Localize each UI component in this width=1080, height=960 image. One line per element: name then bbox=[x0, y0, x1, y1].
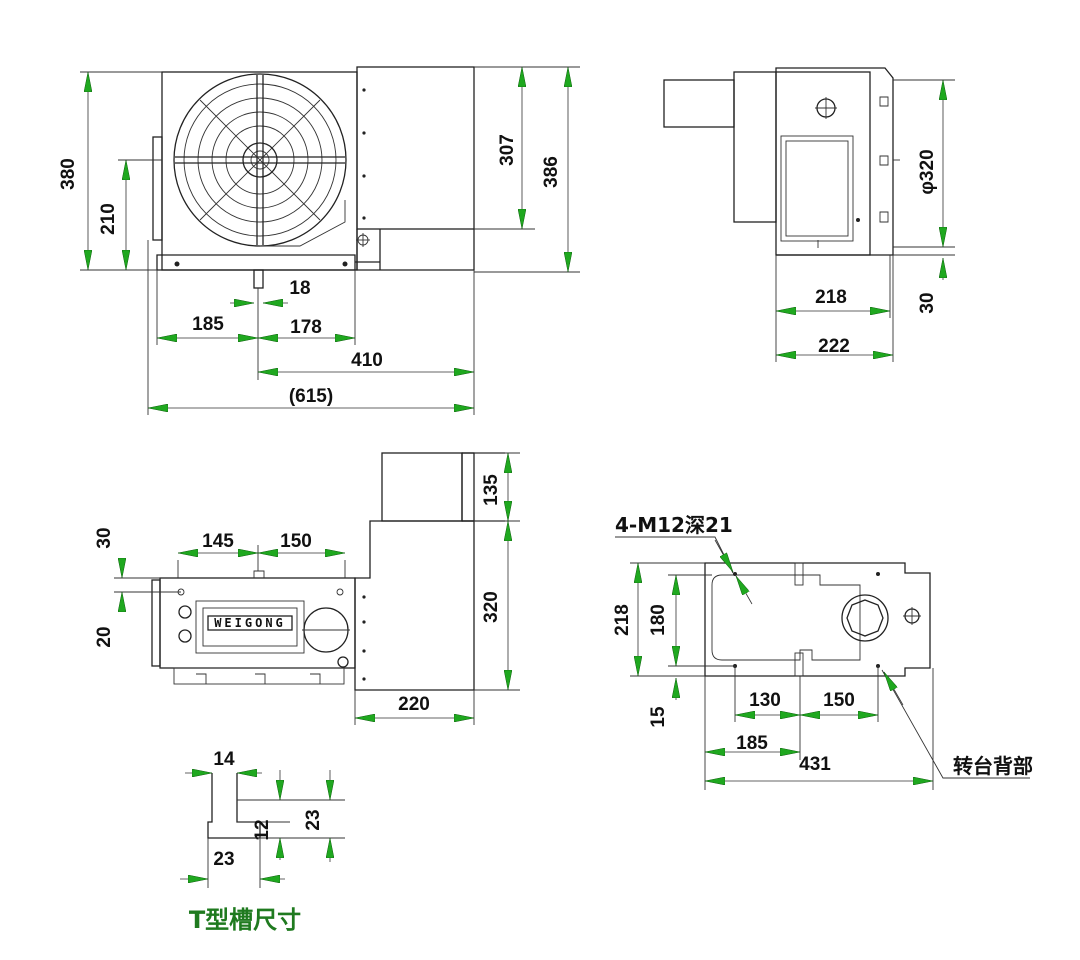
back-boss bbox=[846, 599, 884, 637]
dim-23-width: 23 bbox=[213, 849, 234, 870]
dim-320-top: 320 bbox=[481, 591, 502, 623]
dim-307: 307 bbox=[497, 134, 518, 166]
dim-615: (615) bbox=[289, 386, 333, 407]
hole-note: 4-M12深21 bbox=[615, 513, 733, 537]
dim-150-back: 150 bbox=[823, 690, 855, 711]
front-housing bbox=[161, 71, 358, 271]
back-body bbox=[704, 562, 931, 677]
dim-20-top: 20 bbox=[94, 626, 115, 647]
dim-210: 210 bbox=[98, 203, 119, 235]
top-motor bbox=[381, 452, 463, 522]
side-motor bbox=[663, 79, 735, 128]
dim-178: 178 bbox=[290, 317, 322, 338]
dim-12: 12 bbox=[252, 819, 273, 840]
brand-plate: WEIGONG bbox=[214, 616, 286, 630]
top-view: WEIGONG 135 320 145 150 30 20 bbox=[94, 452, 520, 725]
front-base-plate bbox=[156, 254, 356, 271]
dim-130: 130 bbox=[749, 690, 781, 711]
dim-30-side: 30 bbox=[917, 292, 938, 313]
tslot-title: T型槽尺寸 bbox=[189, 906, 301, 934]
dim-380: 380 bbox=[58, 158, 79, 190]
dim-150-top: 150 bbox=[280, 531, 312, 552]
dim-14: 14 bbox=[213, 749, 235, 770]
back-view: 4-M12深21 218 180 15 130 150 185 431 转台背部 bbox=[612, 513, 1033, 790]
dim-135: 135 bbox=[481, 474, 502, 506]
dim-386: 386 bbox=[541, 156, 562, 188]
dim-30-top: 30 bbox=[94, 527, 115, 548]
dim-218-back: 218 bbox=[612, 604, 633, 636]
dim-15: 15 bbox=[648, 706, 669, 728]
dim-410: 410 bbox=[351, 350, 383, 371]
dim-222-side: 222 bbox=[818, 336, 850, 357]
dim-phi-320: φ320 bbox=[917, 149, 938, 194]
dim-220: 220 bbox=[398, 694, 430, 715]
side-view: φ320 30 218 222 bbox=[663, 67, 955, 362]
dim-431: 431 bbox=[799, 754, 831, 775]
dim-18: 18 bbox=[289, 278, 310, 299]
dim-218-side: 218 bbox=[815, 287, 847, 308]
front-motor-box bbox=[356, 66, 475, 230]
dim-185: 185 bbox=[192, 314, 224, 335]
dim-145: 145 bbox=[202, 531, 234, 552]
tslot-detail: 14 12 23 23 T型槽尺寸 bbox=[180, 749, 345, 934]
front-left-flange bbox=[152, 136, 163, 241]
back-label: 转台背部 bbox=[953, 754, 1033, 778]
front-view: 380 210 307 386 18 185 178 410 (615) bbox=[58, 66, 580, 415]
dim-180: 180 bbox=[648, 604, 669, 636]
dim-23-depth: 23 bbox=[303, 809, 324, 830]
rotary-table-face bbox=[173, 73, 347, 247]
dim-185-back: 185 bbox=[736, 733, 768, 754]
top-housing bbox=[354, 520, 475, 691]
